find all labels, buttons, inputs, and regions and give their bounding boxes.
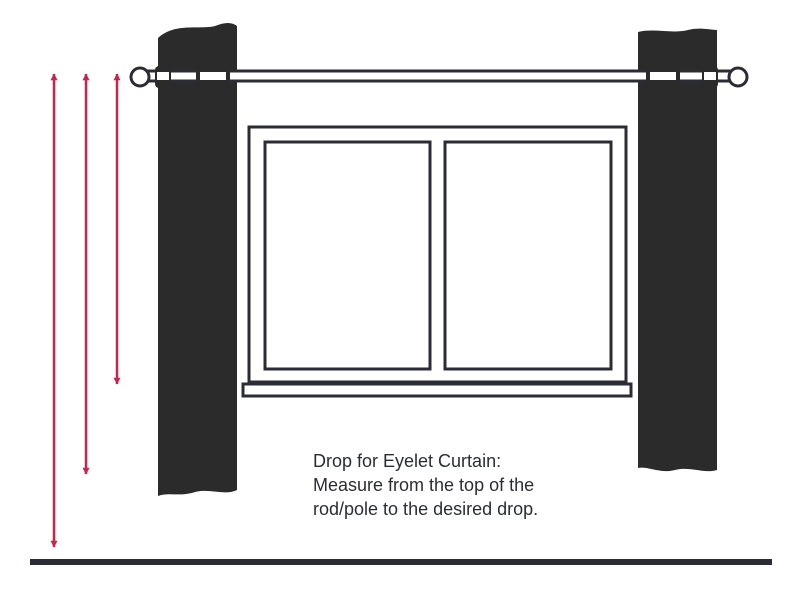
left-finial-icon <box>129 66 151 88</box>
eyelet-icon <box>646 66 680 88</box>
right-curtain-panel <box>638 28 717 472</box>
caption-line-1: Drop for Eyelet Curtain: <box>313 451 502 471</box>
caption-line-3: rod/pole to the desired drop. <box>313 499 539 519</box>
eyelet-icon <box>196 66 230 88</box>
drop-instructions: Drop for Eyelet Curtain: Measure from th… <box>313 449 633 521</box>
right-finial-icon <box>727 66 749 88</box>
floor-line <box>30 559 772 565</box>
window-sill <box>241 382 633 398</box>
eyelet-icon <box>702 66 718 88</box>
caption-line-2: Measure from the top of the <box>313 475 535 495</box>
window-pane-left <box>263 140 432 371</box>
window-pane-right <box>443 140 613 371</box>
left-curtain-panel <box>158 23 237 496</box>
eyelet-icon <box>155 66 171 88</box>
